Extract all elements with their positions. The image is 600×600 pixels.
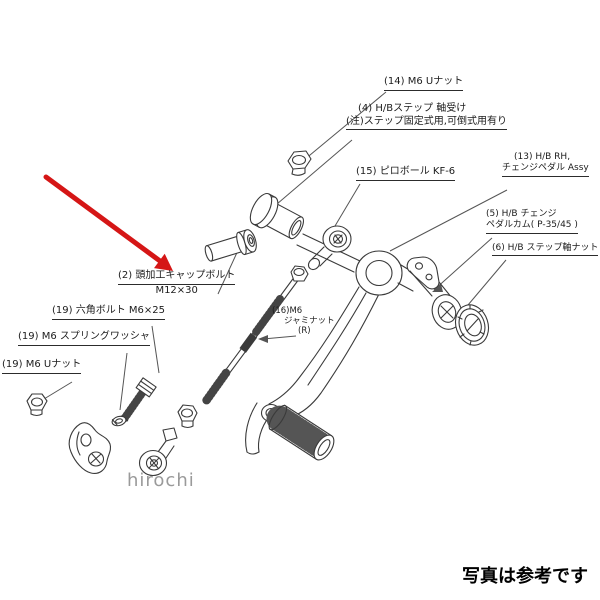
- label-part-16-line2: ジャミナット: [284, 316, 335, 327]
- rod-end-lower: [138, 427, 178, 477]
- label-part-4-line1: (4) H/Bステップ 軸受け: [358, 103, 467, 114]
- step-bushing-4: [249, 192, 305, 240]
- label-part-13-line2: チェンジペダル Assy: [502, 163, 589, 177]
- label-part-14: (14) M6 Uナット: [384, 76, 464, 91]
- change-pedal-assy-13: [245, 250, 417, 461]
- jam-nut-16-lower: [177, 404, 198, 429]
- label-part-19-nut: (19) M6 Uナット: [2, 359, 82, 374]
- shift-tie-rod: [177, 265, 309, 429]
- reference-photo-caption: 写真は参考です: [462, 566, 588, 587]
- red-pointer-arrow: [43, 174, 173, 271]
- label-part-19-washer: (19) M6 スプリングワッシャ: [18, 331, 150, 346]
- label-part-16-line3: (R): [298, 326, 311, 337]
- label-part-6: (6) H/B ステップ軸ナット: [492, 243, 599, 257]
- label-part-5-line1: (5) H/B チェンジ: [486, 209, 557, 219]
- label-part-15: (15) ピロボール KF-6: [356, 166, 456, 181]
- foot-peg: [266, 404, 335, 461]
- rod-grip-section: [239, 332, 258, 353]
- label-part-13: (13) H/B RH, チェンジペダル Assy: [502, 152, 589, 177]
- label-part-2-line2: M12×30: [155, 284, 198, 296]
- leader-lines: [43, 91, 508, 411]
- label-part-13-line1: (13) H/B RH,: [514, 152, 571, 162]
- hex-bolt-19: [120, 377, 157, 423]
- pedal-cam-5: [406, 256, 463, 330]
- u-nut-19: [26, 393, 48, 417]
- label-part-4: (4) H/Bステップ 軸受け (注)ステップ固定式用,可倒式用有り: [346, 103, 507, 130]
- step-shaft-nut-6: [454, 304, 490, 346]
- pillow-ball-15: [307, 225, 352, 271]
- label-part-5: (5) H/B チェンジ ペダルカム( P-35/45 ): [486, 209, 578, 234]
- label-part-2: (2) 頭加工キャップボルト M12×30: [118, 270, 236, 297]
- watermark: hirochi: [127, 470, 195, 491]
- label-part-2-line1: (2) 頭加工キャップボルト: [118, 270, 236, 285]
- label-part-16: (16)M6 ジャミナット (R): [272, 306, 335, 337]
- jam-nut-16-upper: [290, 265, 309, 282]
- spring-washer-19: [111, 415, 127, 427]
- shift-lever-bracket: [68, 422, 112, 474]
- label-part-19-bolt: (19) 六角ボルト M6×25: [52, 305, 165, 320]
- cap-bolt-2: [204, 229, 257, 262]
- label-part-5-line2: ペダルカム( P-35/45 ): [486, 220, 578, 234]
- u-nut-14: [287, 150, 312, 176]
- label-part-4-line2: (注)ステップ固定式用,可倒式用有り: [346, 116, 507, 130]
- label-part-16-line1: (16)M6: [272, 306, 303, 316]
